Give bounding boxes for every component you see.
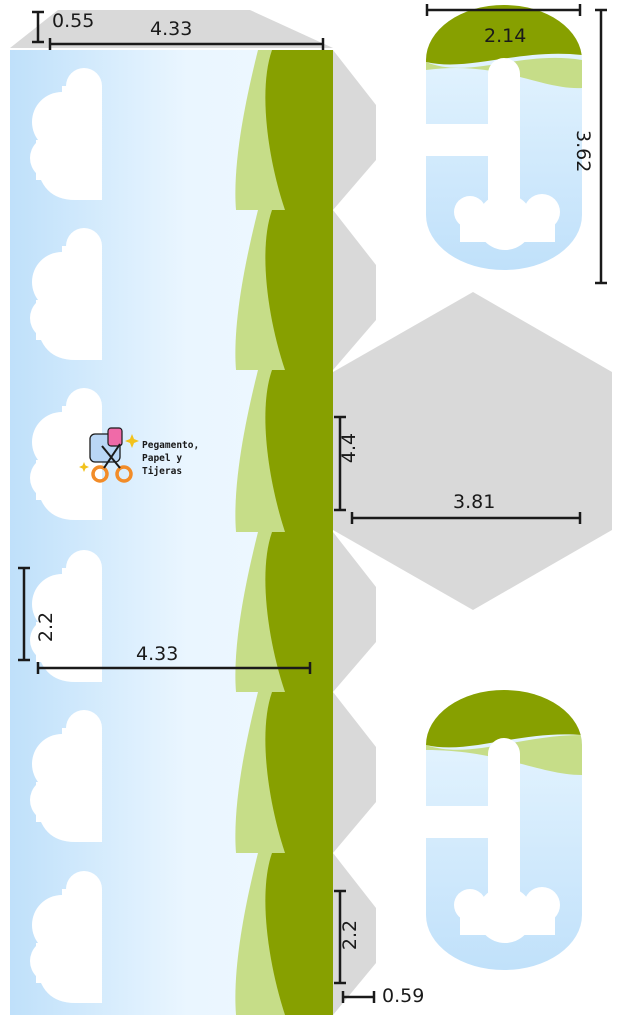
brand-logo: Pegamento, Papel y Tijeras [79,427,199,483]
logo-line-2: Papel y [142,453,182,464]
dim-cap-height: 3.62 [572,130,594,172]
dim-panel-width: 4.33 [136,643,178,665]
dim-top-tab-height: 0.55 [52,10,94,32]
strip-panel [10,210,333,370]
strip-panel [10,532,333,692]
hexagon-piece [333,292,612,610]
strip-panel [10,50,333,210]
cloud-base [36,792,102,842]
dim-top-width: 4.33 [150,18,192,40]
cloud-base [36,150,102,200]
cloud-shape [30,871,102,1003]
strip-panel [10,370,333,532]
wrapper-strip [10,50,333,1015]
panel-grass-dark [265,210,333,370]
dim-bottom-panel-height: 2.2 [339,920,361,950]
panel-grass-dark [265,692,333,853]
panel-grass-dark [265,370,333,532]
strip-panel [10,692,333,853]
side-glue-tabs [333,50,376,1015]
scissors-glue-icon [79,427,139,483]
cloud-shape [30,228,102,360]
panel-grass-dark [265,853,333,1015]
cloud-base [36,632,102,682]
cloud-shape [30,550,102,682]
cloud-shape [30,68,102,200]
panel-grass-dark [265,532,333,692]
cap-piece-bottom [426,690,582,970]
cloud-shape [30,710,102,842]
dim-cap-width: 2.14 [484,25,526,47]
dim-bottom-tab: 0.59 [382,985,424,1007]
logo-line-1: Pegamento, [142,440,199,451]
dim-hex-width: 3.81 [453,491,495,513]
cap-piece-top [426,5,582,270]
cloud-base [36,470,102,520]
panel-grass-dark [265,50,333,210]
cloud-base [36,310,102,360]
top-glue-tab [10,10,333,48]
logo-line-3: Tijeras [142,466,182,477]
dim-hex-side: 4.4 [338,433,360,463]
dim-panel-height: 2.2 [35,612,57,642]
strip-panel [10,853,333,1015]
dimension-lines [18,4,607,1003]
cloud-base [36,953,102,1003]
